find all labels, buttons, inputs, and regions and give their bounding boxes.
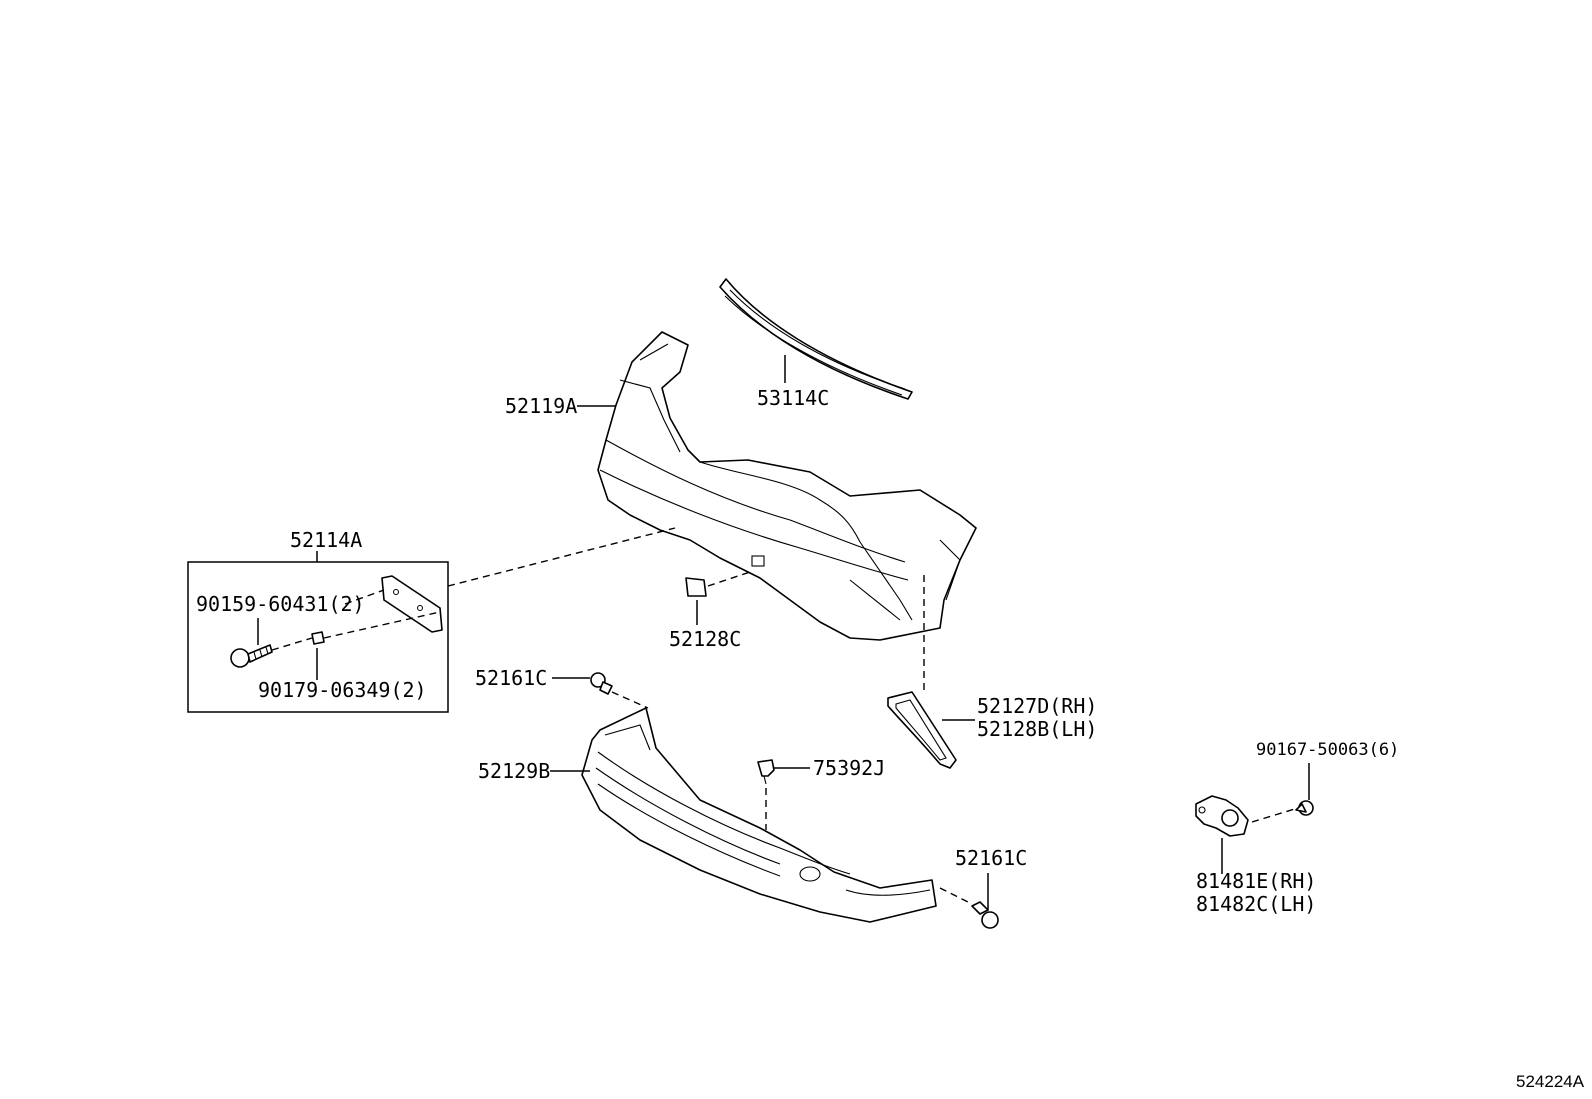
part-52161C-clip-top xyxy=(590,672,613,695)
part-90167-screw xyxy=(1295,800,1314,816)
dash-52161C-bottom xyxy=(939,887,973,905)
dash-bracket-to-bumper xyxy=(447,527,676,587)
label-52128B: 52128B(LH) xyxy=(977,717,1097,741)
dash-bolt-to-nut xyxy=(271,637,313,651)
kit-box-52114A xyxy=(187,561,449,713)
label-52161C-top: 52161C xyxy=(475,666,547,690)
part-90179-nut xyxy=(311,631,325,645)
part-52127D-fog-bezel xyxy=(887,691,957,769)
label-52129B: 52129B xyxy=(478,759,550,783)
label-81481E: 81481E(RH) xyxy=(1196,869,1316,893)
part-52119A-bumper-cover xyxy=(597,331,977,641)
part-52128C-tow-hook-cover xyxy=(685,577,707,597)
part-52161C-clip-bottom xyxy=(971,901,999,929)
part-75392J-clip xyxy=(757,759,775,785)
dash-52128C xyxy=(707,571,751,587)
figure-code: 524224A xyxy=(1516,1072,1585,1091)
part-90159-bolt xyxy=(230,644,273,668)
label-52119A: 52119A xyxy=(505,394,577,418)
label-53114C: 53114C xyxy=(757,386,829,410)
label-52114A: 52114A xyxy=(290,528,362,552)
dash-screw-to-bracket xyxy=(1251,807,1299,823)
part-52129B-lower-spoiler xyxy=(581,707,937,923)
part-53114C-grille-strip xyxy=(719,278,913,400)
label-81482C: 81482C(LH) xyxy=(1196,892,1316,916)
label-90179: 90179-06349(2) xyxy=(258,678,427,702)
part-81481E-fog-bracket xyxy=(1195,795,1249,837)
dash-90159-to-bracket xyxy=(344,589,385,605)
dash-nut-to-bracket xyxy=(323,611,441,639)
label-52128C: 52128C xyxy=(669,627,741,651)
label-52161C-bottom: 52161C xyxy=(955,846,1027,870)
label-75392J: 75392J xyxy=(813,756,885,780)
part-52114A-license-bracket xyxy=(381,575,443,633)
dash-52161C-top xyxy=(611,691,649,709)
label-90159: 90159-60431(2) xyxy=(196,592,365,616)
label-90167: 90167-50063(6) xyxy=(1256,740,1399,760)
label-52127D: 52127D(RH) xyxy=(977,694,1097,718)
